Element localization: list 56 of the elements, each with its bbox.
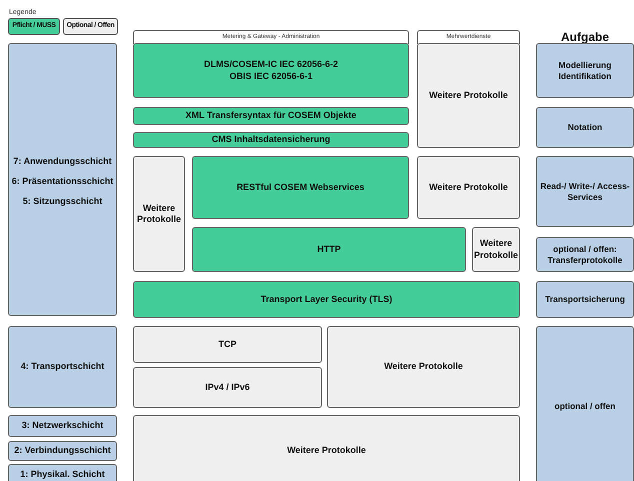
task-box — [536, 156, 634, 227]
osi-layer-box — [8, 326, 117, 408]
osi-layer-box — [8, 415, 117, 437]
osi-layer-box — [8, 43, 117, 316]
protocol-label: HTTP — [316, 244, 342, 256]
protocol-box — [133, 281, 520, 318]
task-label: Notation — [566, 122, 604, 133]
task-label: Transportsicherung — [544, 294, 626, 305]
layer-label: 5: Sitzungsschicht — [22, 196, 104, 208]
task-box — [536, 281, 634, 318]
protocol-label: IPv4 / IPv6 — [204, 382, 251, 394]
protocol-box — [327, 326, 520, 408]
layer-label: 3: Netzwerkschicht — [20, 420, 104, 432]
protocol-box — [133, 156, 185, 272]
task-label: Read-/ Write-/ Access-Services — [539, 180, 631, 202]
protocol-box — [472, 227, 520, 272]
protocol-label: Weitere Protokolle — [428, 90, 509, 102]
osi-layer-box — [8, 441, 117, 461]
osi-layer-box — [8, 464, 117, 481]
task-label: Modellierung Identifikation — [558, 60, 612, 82]
layer-label: 6: Präsentationsschicht — [10, 176, 114, 188]
protocol-label: Weitere Protokolle — [428, 182, 509, 194]
task-label: optional / offen: Transferprotokolle — [546, 244, 624, 266]
protocol-label: Weitere Protokolle — [136, 202, 182, 226]
task-box — [536, 43, 634, 98]
task-box — [536, 326, 634, 481]
protocol-label: DLMS/COSEM-IC IEC 62056-6-2 — [202, 59, 340, 70]
task-box — [536, 237, 634, 272]
column-title: Aufgabe — [560, 29, 610, 46]
protocol-box — [133, 367, 322, 408]
layer-label: 2: Verbindungsschicht — [13, 445, 112, 457]
protocol-label: OBIS IEC 62056-6-1 — [228, 70, 314, 82]
protocol-box — [133, 415, 520, 481]
protocol-box — [192, 156, 409, 219]
column-header-box — [417, 30, 520, 44]
protocol-box — [417, 156, 520, 219]
task-label: optional / offen — [554, 400, 616, 412]
protocol-label: Weitere Protokolle — [473, 238, 520, 261]
protocol-box — [133, 43, 409, 98]
protocol-label: TCP — [218, 338, 238, 350]
protocol-label: CMS Inhaltsdatensicherung — [210, 134, 332, 146]
protocol-label: Weitere Protokolle — [383, 361, 464, 373]
protocol-label: Transport Layer Security (TLS) — [260, 294, 394, 306]
layer-label: 7: Anwendungsschicht — [12, 156, 113, 167]
protocol-box — [192, 227, 466, 272]
protocol-label: RESTful COSEM Webservices — [236, 182, 366, 194]
protocol-label: Weitere Protokolle — [286, 444, 367, 456]
protocol-box — [133, 132, 409, 148]
column-header-box — [133, 30, 409, 44]
protocol-box — [133, 326, 322, 363]
protocol-box — [417, 43, 520, 148]
task-box — [536, 107, 634, 148]
layer-label: 4: Transportschicht — [20, 361, 106, 373]
protocol-label: XML Transfersyntax für COSEM Objekte — [184, 110, 358, 122]
protocol-box — [133, 107, 409, 125]
layer-label: 1: Physikal. Schicht — [19, 469, 106, 481]
